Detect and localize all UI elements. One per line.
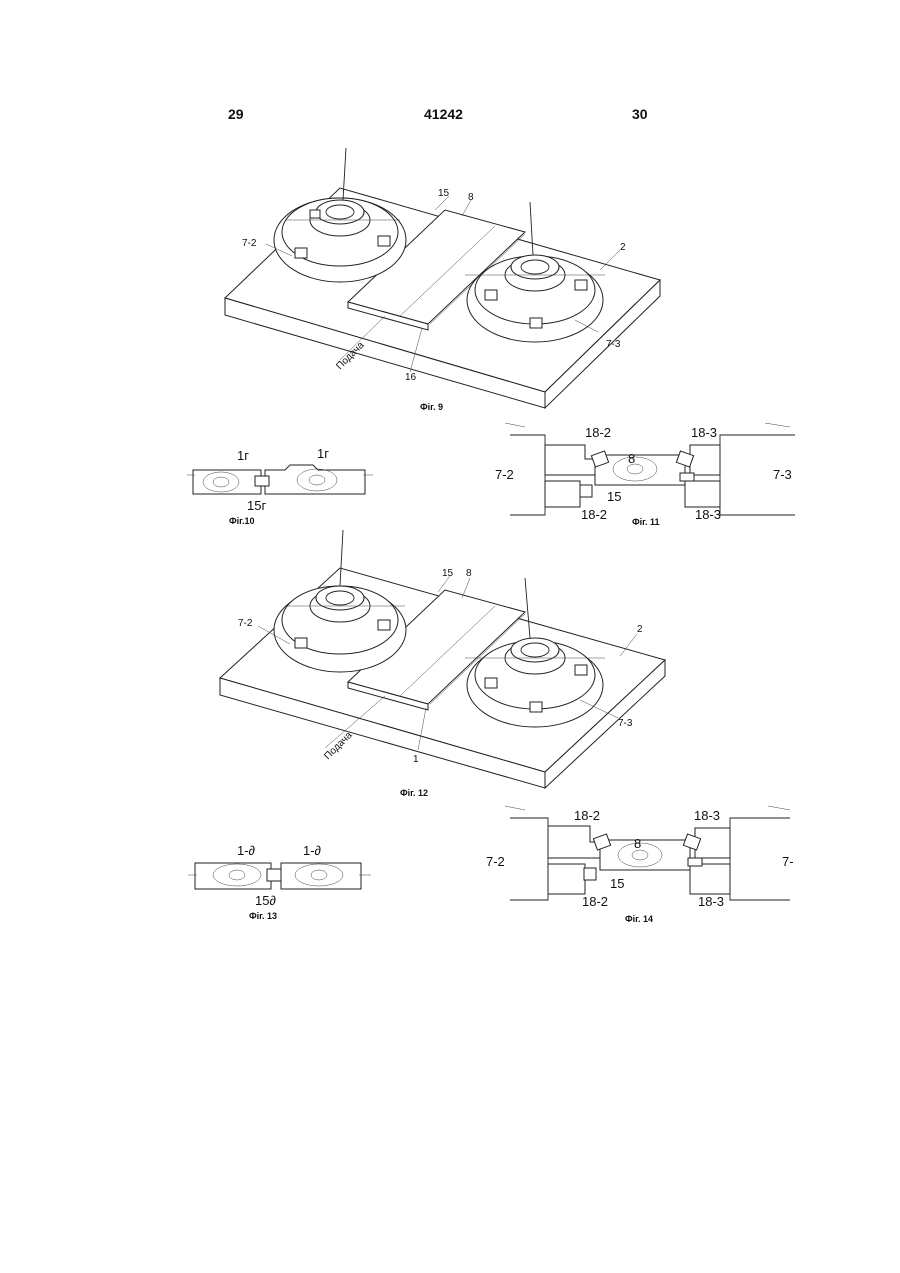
figure-10: 1г 1г 15г Фіг.10 (185, 440, 380, 530)
label-7-2: 7-2 (242, 238, 257, 249)
figure-14: 18-2 18-3 8 7-2 7- 15 18-2 18-3 Фіг. 14 (480, 800, 800, 925)
label-15g: 15г (247, 498, 266, 513)
label-15: 15 (607, 489, 621, 504)
page-number-right: 30 (632, 106, 648, 122)
label-18-2-top: 18-2 (574, 808, 600, 823)
label-15: 15 (438, 188, 450, 199)
label-8: 8 (634, 836, 641, 851)
label-7-3: 7-3 (773, 467, 792, 482)
label-7-2: 7-2 (238, 618, 253, 629)
label-8: 8 (468, 192, 474, 203)
patent-number: 41242 (424, 106, 463, 122)
label-1g-left: 1г (237, 448, 249, 463)
label-18-3-bottom: 18-3 (698, 894, 724, 909)
caption: Фіг. 13 (249, 911, 277, 921)
label-2: 2 (620, 242, 626, 253)
label-18-3-top: 18-3 (694, 808, 720, 823)
label-7-3: 7-3 (618, 718, 633, 729)
cutter-7-2 (274, 530, 406, 672)
caption: Фіг. 12 (400, 788, 428, 798)
label-15: 15 (442, 568, 454, 579)
label-8: 8 (628, 451, 635, 466)
cutter-7-2 (274, 148, 406, 282)
figure-9: 15 8 7-2 2 7-3 16 Подача Фіг. 9 (200, 140, 680, 415)
caption: Фіг. 9 (420, 402, 443, 412)
label-7-2: 7-2 (486, 854, 505, 869)
label-7: 7- (782, 854, 794, 869)
label-1: 1 (413, 754, 419, 765)
label-18-2-bottom: 18-2 (582, 894, 608, 909)
page-number-left: 29 (228, 106, 244, 122)
label-18-3-top: 18-3 (691, 425, 717, 440)
label-18-3-bottom: 18-3 (695, 507, 721, 522)
figure-11: 18-2 18-3 8 7-2 7-3 15 18-2 18-3 Фіг. 11 (495, 415, 805, 530)
label-16: 16 (405, 372, 417, 383)
label-7-3: 7-3 (606, 339, 621, 350)
label-2: 2 (637, 624, 643, 635)
label-1d-right: 1-∂ (303, 843, 321, 858)
label-15d: 15∂ (255, 893, 276, 908)
label-1d-left: 1-∂ (237, 843, 255, 858)
label-7-2: 7-2 (495, 467, 514, 482)
figure-13: 1-∂ 1-∂ 15∂ Фіг. 13 (185, 835, 380, 925)
label-15: 15 (610, 876, 624, 891)
label-18-2-top: 18-2 (585, 425, 611, 440)
figure-12: 15 8 7-2 2 7-3 1 Подача Фіг. 12 (200, 520, 680, 805)
label-1g-right: 1г (317, 446, 329, 461)
caption: Фіг. 14 (625, 914, 653, 924)
label-8: 8 (466, 568, 472, 579)
